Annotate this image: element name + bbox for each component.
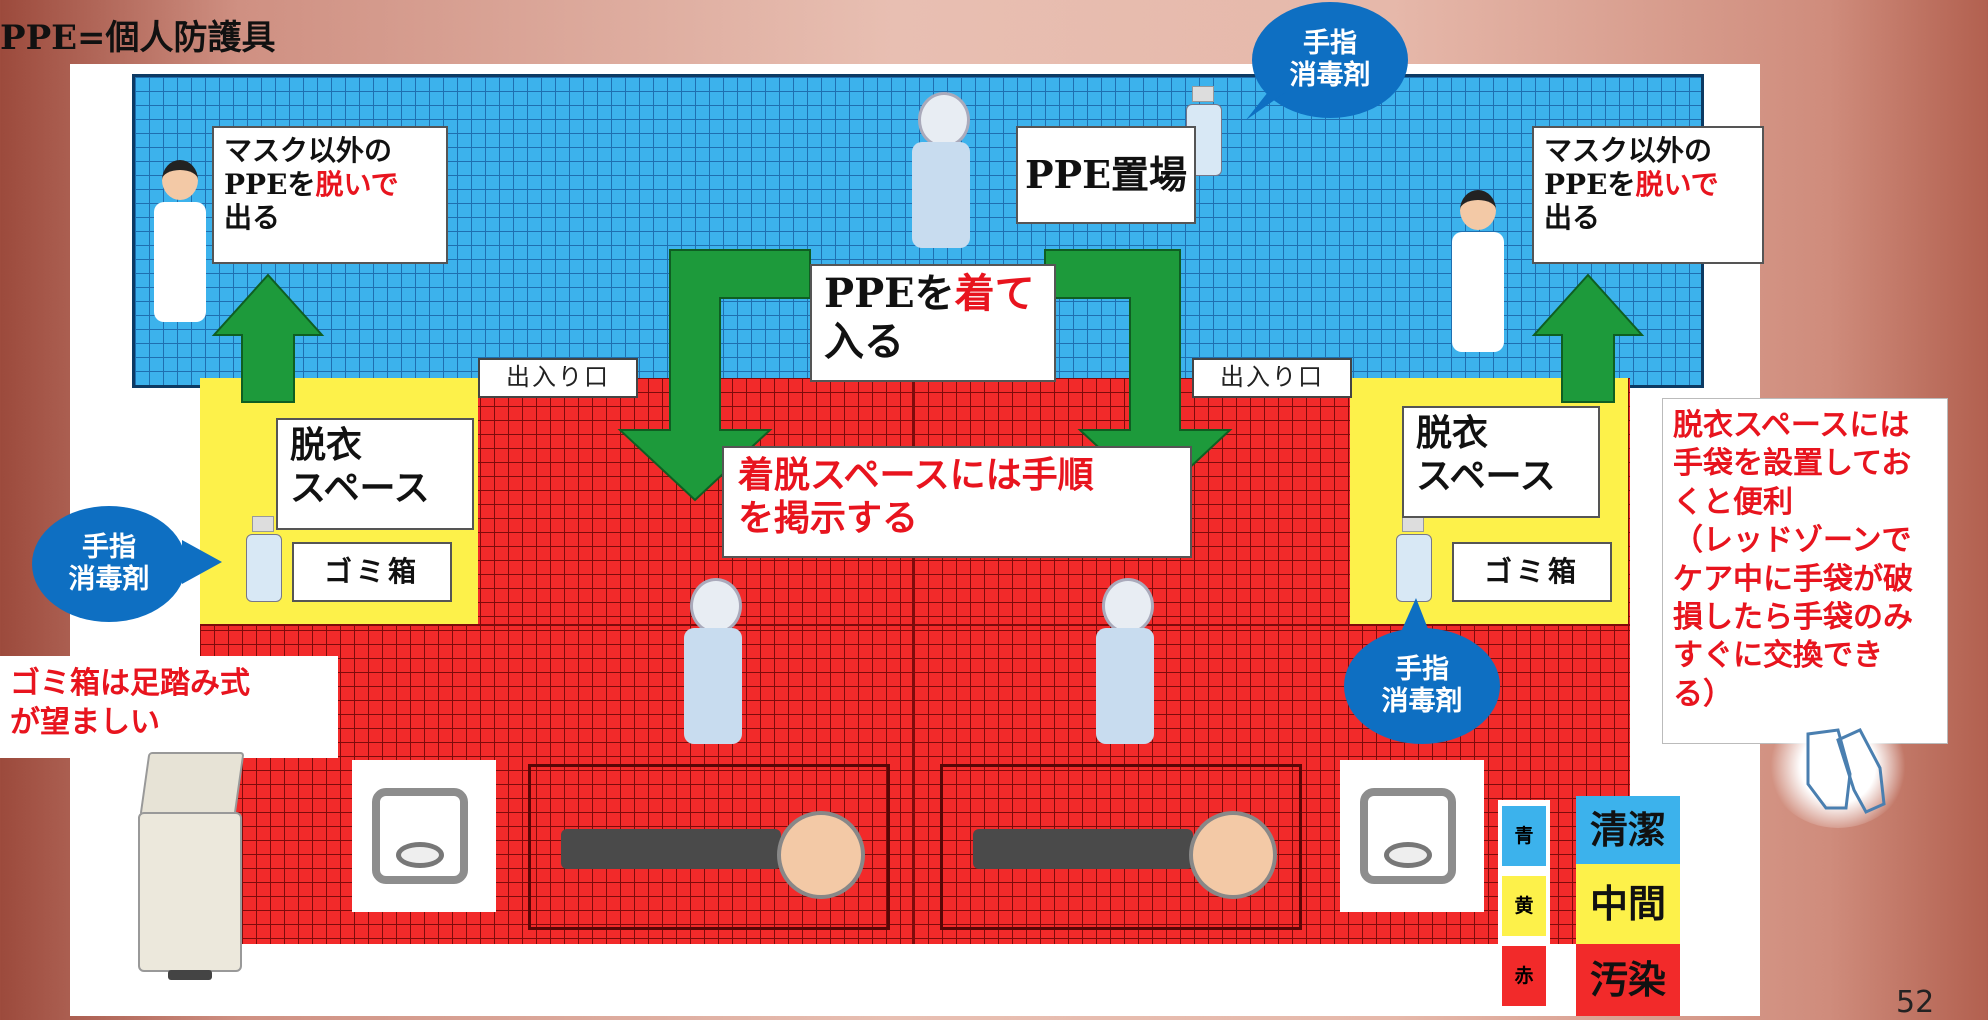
sanitizer-bubble-right: 手指消毒剤 xyxy=(1344,628,1500,744)
legend-clean: 清潔 xyxy=(1576,796,1680,864)
ppe-figure-top xyxy=(908,92,974,252)
bubble-tail-left xyxy=(182,540,222,584)
sanitizer-bubble-left: 手指消毒剤 xyxy=(32,506,186,622)
sanitizer-bottle-icon-left xyxy=(246,516,282,602)
bubble-tail-top xyxy=(1246,92,1286,120)
procedure-note: 着脱スペースには手順 を掲示する xyxy=(722,446,1192,558)
patient-head-icon xyxy=(1189,811,1277,899)
bubble-tail-right xyxy=(1400,598,1430,634)
bed-right xyxy=(940,764,1302,930)
sanitizer-bubble-top: 手指消毒剤 xyxy=(1252,2,1408,118)
don-note: PPEを着て 入る xyxy=(810,264,1056,382)
trash-note: ゴミ箱は足踏み式 が望ましい xyxy=(0,656,338,758)
entrance-label-right: 出入り口 xyxy=(1192,358,1352,398)
bed-left xyxy=(528,764,890,930)
patient-head-icon xyxy=(777,811,865,899)
legend-pill-blue: 青 xyxy=(1502,806,1546,866)
legend-pill-yellow: 黄 xyxy=(1502,876,1546,936)
ppe-figure-right xyxy=(1092,578,1158,748)
glove-note: 脱衣スペースには 手袋を設置してお くと便利 （レッドゾーンで ケア中に手袋が破… xyxy=(1662,398,1948,744)
trash-label-left: ゴミ箱 xyxy=(292,542,452,602)
pedal-trash-can-icon xyxy=(138,752,245,982)
exit-arrow-left xyxy=(211,273,325,403)
undress-space-right: 脱衣 スペース xyxy=(1402,406,1600,518)
gloves-icon xyxy=(1768,704,1908,828)
staff-figure-right xyxy=(1448,190,1508,355)
room-divider xyxy=(912,378,915,944)
commode-icon-right xyxy=(1340,760,1484,912)
commode-icon-left xyxy=(352,760,496,912)
page-number: 52 xyxy=(1896,985,1935,1020)
exit-note-left: マスク以外の PPEを脱いで 出る xyxy=(212,126,448,264)
entrance-label-left: 出入り口 xyxy=(478,358,638,398)
staff-figure-left xyxy=(150,160,210,325)
page-title: PPE=個人防護具 xyxy=(0,18,276,58)
exit-arrow-right xyxy=(1531,273,1645,403)
exit-note-right: マスク以外の PPEを脱いで 出る xyxy=(1532,126,1764,264)
legend-intermediate: 中間 xyxy=(1576,864,1680,944)
zone-line xyxy=(200,624,1630,626)
sanitizer-bottle-icon-right xyxy=(1396,516,1432,602)
legend-contaminated: 汚染 xyxy=(1576,944,1680,1016)
patient-body-icon xyxy=(561,829,781,869)
trash-label-right: ゴミ箱 xyxy=(1452,542,1612,602)
undress-space-left: 脱衣 スペース xyxy=(276,418,474,530)
patient-body-icon xyxy=(973,829,1193,869)
ppe-storage-label: PPE置場 xyxy=(1016,126,1196,224)
legend-pill-red: 赤 xyxy=(1502,946,1546,1006)
ppe-figure-left xyxy=(680,578,746,748)
